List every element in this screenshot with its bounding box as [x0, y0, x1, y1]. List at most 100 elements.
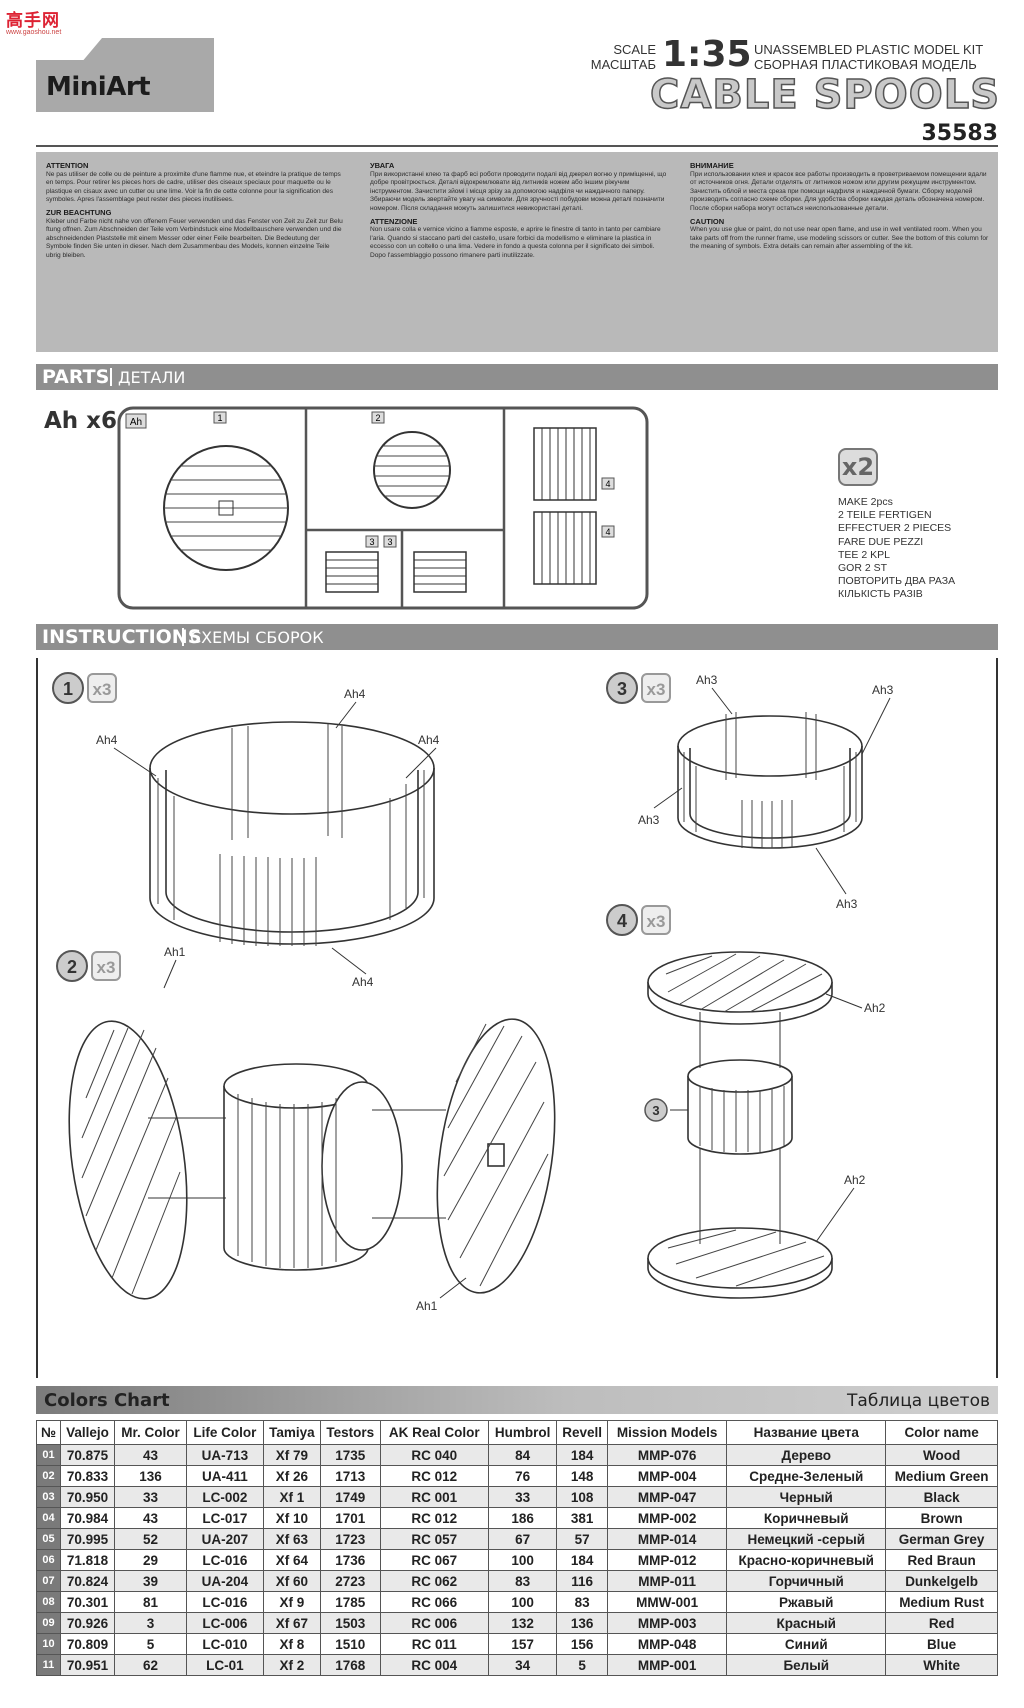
table-cell: RC 066: [379, 1591, 489, 1613]
table-cell: 1723: [319, 1528, 381, 1550]
table-cell: RC 004: [379, 1654, 489, 1676]
make-line: FARE DUE PEZZI: [838, 535, 924, 548]
part-number-tag: 2: [375, 413, 380, 423]
colors-chart-title-ru: Таблица цветов: [847, 1391, 990, 1411]
table-cell: 83: [556, 1591, 608, 1613]
table-cell: Немецкий -серый: [726, 1528, 887, 1550]
table-cell: LC-006: [185, 1612, 264, 1634]
table-cell: 5: [556, 1654, 608, 1676]
bar-separator: [110, 368, 112, 386]
table-cell: Black: [885, 1486, 998, 1508]
warning-text: When you use glue or paint, do not use n…: [690, 226, 989, 251]
step-3-ring-drawing: [677, 715, 863, 849]
table-cell: White: [885, 1654, 998, 1676]
table-cell: RC 040: [379, 1444, 489, 1466]
row-number: 07: [36, 1570, 61, 1592]
table-cell: 381: [556, 1507, 608, 1529]
table-cell: UA-204: [185, 1570, 264, 1592]
table-cell: Xf 60: [262, 1570, 321, 1592]
part-callout: Ah2: [864, 1001, 886, 1015]
column-header: Vallejo: [59, 1420, 116, 1445]
repeat-icon: [641, 905, 671, 935]
table-cell: Wood: [885, 1444, 998, 1466]
table-cell: 1785: [319, 1591, 381, 1613]
table-cell: Xf 10: [262, 1507, 321, 1529]
table-cell: 70.950: [59, 1486, 116, 1508]
table-cell: 76: [487, 1465, 558, 1487]
part-4-panels: [533, 427, 597, 585]
warnings-panel: ATTENTION Ne pas utiliser de colle ou de…: [36, 152, 998, 352]
column-header: Revell: [556, 1420, 608, 1445]
table-cell: 70.995: [59, 1528, 116, 1550]
part-number-tag: 4: [605, 479, 610, 489]
table-cell: Белый: [726, 1654, 887, 1676]
site-watermark: 高手网 www.gaoshou.net: [6, 6, 76, 40]
watermark-url: www.gaoshou.net: [6, 29, 62, 36]
warning-heading: ZUR BEACHTUNG: [46, 207, 112, 217]
table-cell: 81: [114, 1591, 187, 1613]
table-cell: German Grey: [885, 1528, 998, 1550]
table-cell: MMP-047: [606, 1486, 728, 1508]
kit-title: CABLE SPOOLS: [649, 71, 1000, 119]
table-cell: 186: [487, 1507, 558, 1529]
table-cell: 132: [487, 1612, 558, 1634]
step-number: 1: [63, 679, 73, 699]
table-cell: 71.818: [59, 1549, 116, 1571]
make-line: TEE 2 KPL: [838, 548, 890, 561]
make-quantity-block: x2 MAKE 2pcs 2 TEILE FERTIGEN EFFECTUER …: [838, 448, 1008, 602]
table-cell: MMP-004: [606, 1465, 728, 1487]
table-cell: 2723: [319, 1570, 381, 1592]
step-number: 3: [617, 679, 627, 699]
repeat-icon: [91, 951, 121, 981]
table-cell: Medium Rust: [885, 1591, 998, 1613]
row-number: 03: [36, 1486, 61, 1508]
step-number-badge: [52, 672, 84, 704]
instructions-section-bar: INSTRUCTIONS СХЕМЫ СБОРОК: [36, 624, 998, 650]
part-callout: Ah1: [164, 945, 186, 959]
instructions-diagram: 1 x3 Ah4 Ah4 Ah4 Ah4: [52, 672, 894, 1313]
make-instructions: MAKE 2pcs 2 TEILE FERTIGEN EFFECTUER 2 P…: [838, 496, 1008, 602]
table-cell: RC 057: [379, 1528, 489, 1550]
table-cell: 70.301: [59, 1591, 116, 1613]
table-cell: Синий: [726, 1633, 887, 1655]
table-cell: 52: [114, 1528, 187, 1550]
table-cell: 100: [487, 1549, 558, 1571]
item-number: 35583: [921, 121, 998, 146]
table-cell: MMP-012: [606, 1549, 728, 1571]
step-number: 4: [617, 911, 627, 931]
part-1-disc: [163, 445, 289, 571]
row-number: 06: [36, 1549, 61, 1571]
table-cell: 29: [114, 1549, 187, 1571]
table-cell: Medium Green: [885, 1465, 998, 1487]
warning-text: Ne pas utiliser de colle ou de peinture …: [46, 170, 341, 204]
kit-description: UNASSEMBLED PLASTIC MODEL KIT СБОРНАЯ ПЛ…: [754, 42, 983, 72]
table-cell: RC 012: [379, 1465, 489, 1487]
colors-table: № Vallejo Mr. Color Life Color Tamiya Te…: [36, 1420, 998, 1676]
make-line: КІЛЬКІСТЬ РАЗІВ: [838, 588, 923, 601]
table-cell: RC 011: [379, 1633, 489, 1655]
step-4: 4 x3: [606, 904, 886, 1299]
warning-text: При использовании клея и красок все рабо…: [690, 170, 987, 212]
step-2: 2 x3: [56, 945, 556, 1313]
scale-label: SCALE МАСШТАБ: [578, 42, 656, 72]
column-header: Название цвета: [726, 1420, 887, 1445]
step-2-right-disc: [436, 1018, 556, 1294]
table-cell: Xf 1: [262, 1486, 321, 1508]
step-1-slats: [157, 724, 425, 946]
scale-label-ru: МАСШТАБ: [590, 57, 656, 72]
part-callout: Ah3: [836, 897, 858, 911]
row-number: 11: [36, 1654, 61, 1676]
table-cell: Красно-коричневый: [726, 1549, 887, 1571]
column-header: Tamiya: [262, 1420, 321, 1445]
repeat-count: x3: [647, 912, 666, 931]
table-cell: Горчичный: [726, 1570, 887, 1592]
kit-description-ru: СБОРНАЯ ПЛАСТИКОВАЯ МОДЕЛЬ: [754, 57, 977, 72]
table-cell: 62: [114, 1654, 187, 1676]
step-number-badge: [56, 950, 88, 982]
warning-heading: ATTENZIONE: [370, 216, 418, 226]
row-number: 10: [36, 1633, 61, 1655]
table-cell: 1503: [319, 1612, 381, 1634]
table-cell: Xf 64: [262, 1549, 321, 1571]
